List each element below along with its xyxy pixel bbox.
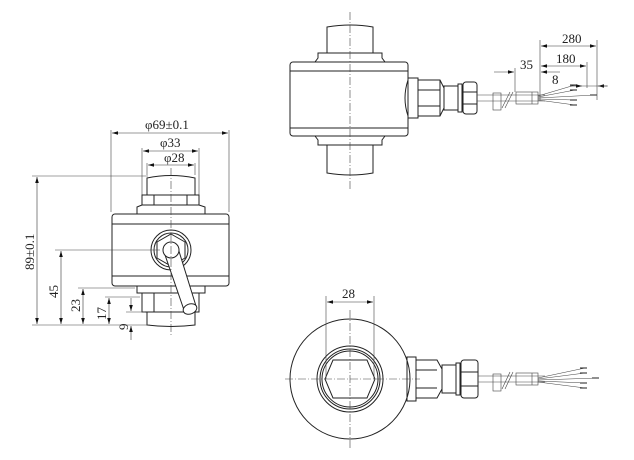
dim-cable-35: 35 [520, 57, 533, 72]
dim-height-23: 23 [68, 299, 83, 312]
dim-diameter-28: φ28 [164, 150, 185, 165]
top-view: 280 180 35 8 [289, 12, 608, 190]
bottom-view: 28 [285, 286, 599, 450]
dim-cable-280: 280 [562, 31, 582, 46]
dim-height-9: 9 [116, 324, 131, 331]
dim-thread-28: 28 [342, 286, 355, 301]
dim-height-89: 89±0.1 [22, 234, 37, 270]
dim-diameter-33: φ33 [160, 135, 181, 150]
dim-diameter-69: φ69±0.1 [145, 117, 189, 132]
dim-cable-8: 8 [552, 72, 559, 87]
side-view: φ69±0.1 φ33 φ28 [22, 117, 230, 340]
dim-height-45: 45 [46, 285, 61, 298]
dim-height-17: 17 [94, 307, 109, 321]
dim-cable-180: 180 [556, 51, 576, 66]
